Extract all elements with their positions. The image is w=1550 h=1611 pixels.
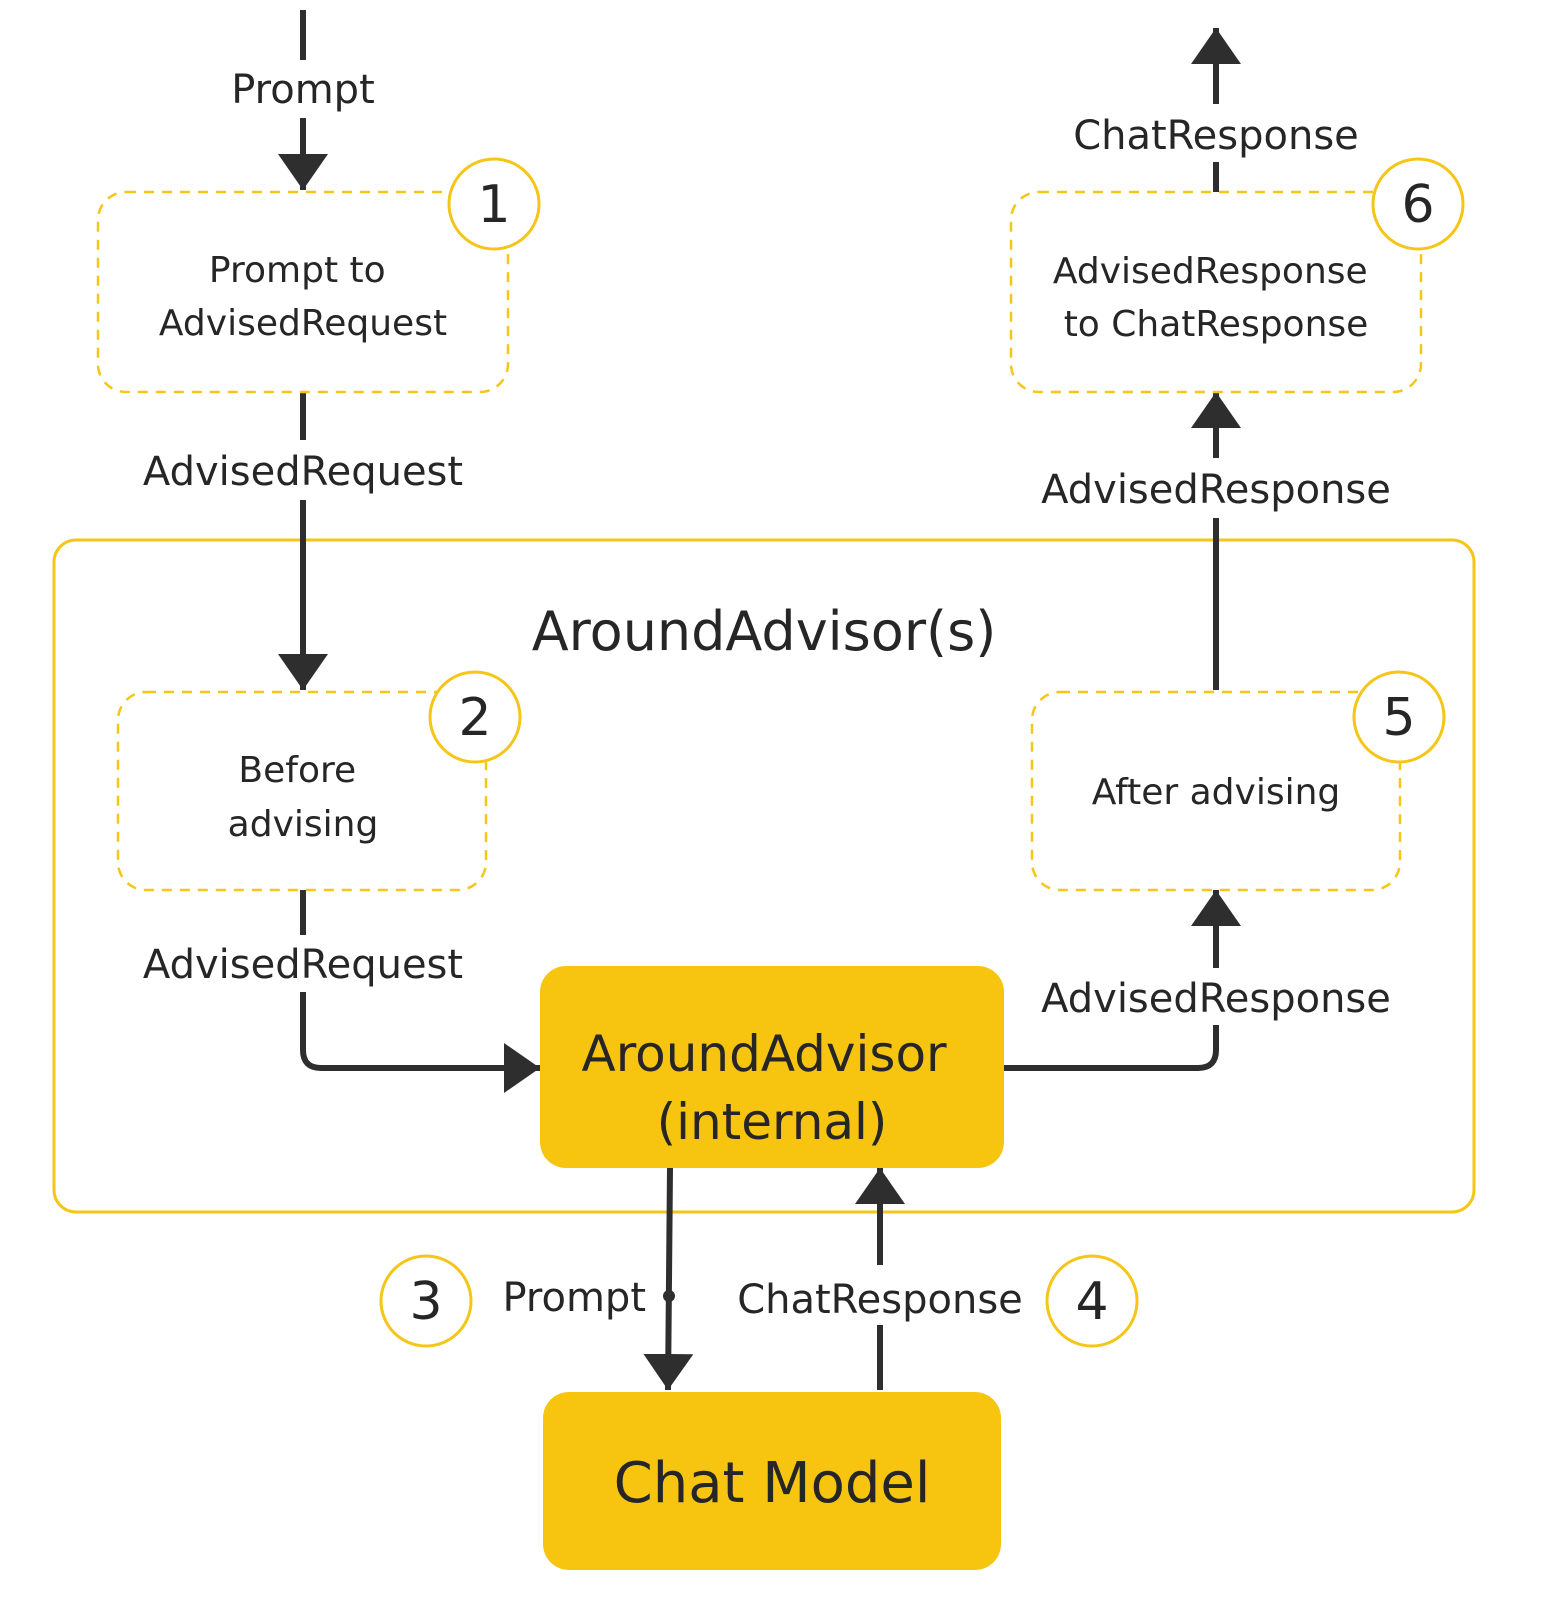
svg-text:AroundAdvisor (internal): AroundAdvisor (internal) bbox=[581, 1025, 962, 1151]
svg-text:1: 1 bbox=[477, 175, 510, 235]
container-title: AroundAdvisor(s) bbox=[532, 600, 997, 663]
around-advisor-internal-node: AroundAdvisor (internal) bbox=[540, 966, 1004, 1168]
step-2-before-advising: Before advising bbox=[116, 690, 488, 892]
edge-label-advised-response-1: AdvisedResponse bbox=[1041, 976, 1391, 1022]
advised-response-1-arrow bbox=[1004, 1025, 1219, 1071]
step-number-badge-5: 5 bbox=[1352, 670, 1446, 764]
svg-text:Chat Model: Chat Model bbox=[614, 1451, 931, 1516]
step-number-badge-3: 3 bbox=[379, 1254, 473, 1348]
chat-model-node: Chat Model bbox=[543, 1392, 1001, 1570]
edge-label-advised-response-2: AdvisedResponse bbox=[1041, 467, 1391, 513]
edge-label-advised-request-2: AdvisedRequest bbox=[143, 942, 463, 988]
edge-label-chat-response-in: ChatResponse bbox=[737, 1277, 1023, 1323]
step-number-badge-4: 4 bbox=[1045, 1254, 1139, 1348]
edge-label-chat-response-out: ChatResponse bbox=[1073, 113, 1359, 159]
edge-label-advised-request-1: AdvisedRequest bbox=[143, 449, 463, 495]
svg-text:6: 6 bbox=[1401, 175, 1434, 235]
step-1-prompt-to-advised-request: Prompt to AdvisedRequest bbox=[96, 190, 510, 394]
around-advisors-container bbox=[52, 538, 1476, 1214]
advised-request-2-arrow bbox=[300, 992, 540, 1093]
svg-text:After advising: After advising bbox=[1092, 772, 1341, 813]
prompt-out-junction-dot bbox=[663, 1290, 675, 1302]
edge-label-prompt-out: Prompt bbox=[503, 1275, 647, 1321]
edge-label-prompt-in: Prompt bbox=[231, 67, 375, 113]
step-number-badge-6: 6 bbox=[1371, 157, 1465, 251]
svg-text:Prompt to AdvisedRequest: Prompt to AdvisedRequest bbox=[159, 250, 447, 344]
step-6-advised-response-to-chat-response: AdvisedResponse to ChatResponse bbox=[1009, 190, 1423, 394]
svg-text:2: 2 bbox=[458, 688, 491, 748]
svg-text:3: 3 bbox=[409, 1272, 442, 1332]
prompt-out-arrow bbox=[643, 1167, 694, 1391]
step-number-badge-2: 2 bbox=[428, 670, 522, 764]
step-number-badge-1: 1 bbox=[447, 157, 541, 251]
step-5-after-advising: After advising bbox=[1030, 690, 1402, 892]
svg-text:4: 4 bbox=[1075, 1272, 1108, 1332]
svg-text:Before advising: Before advising bbox=[228, 750, 379, 845]
connectors bbox=[278, 10, 1241, 1391]
svg-text:5: 5 bbox=[1382, 688, 1415, 748]
svg-text:AdvisedResponse to ChatR: AdvisedResponse to ChatResponse bbox=[1053, 251, 1379, 345]
